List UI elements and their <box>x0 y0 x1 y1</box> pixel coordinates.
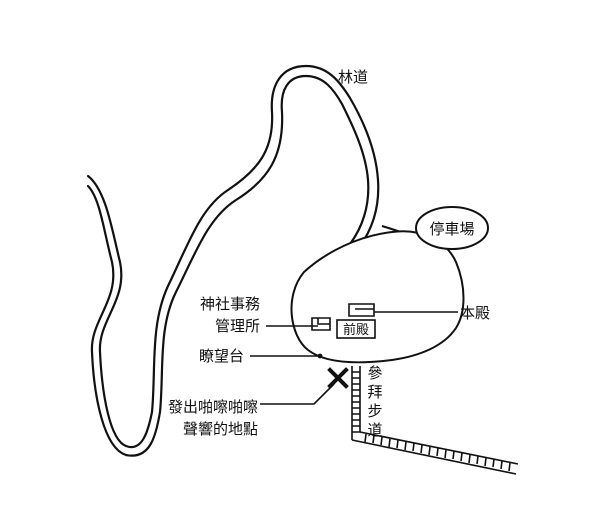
forest-road-inner <box>86 74 370 457</box>
path-label-char3: 步 <box>367 402 382 420</box>
lookout-label: 瞭望台 <box>199 347 244 365</box>
parking-lot <box>415 206 489 250</box>
path-horizontal-bottom <box>351 439 517 475</box>
sound-label-line2: 聲響的地點 <box>183 420 258 438</box>
sound-leader <box>260 383 335 405</box>
office-label-line2: 管理所 <box>215 317 260 335</box>
path-vertical-rungs <box>352 371 360 433</box>
shrine-grounds <box>290 230 465 364</box>
forest-road-label: 林道 <box>338 68 368 86</box>
path-label-char1: 參 <box>367 364 382 382</box>
x-marker-icon <box>327 367 349 389</box>
lookout-dot <box>317 353 323 359</box>
parking-label: 停車場 <box>429 220 474 238</box>
main-hall-label: 本殿 <box>460 304 490 322</box>
path-label-char4: 道 <box>367 421 382 439</box>
office-building <box>311 317 331 331</box>
path-horizontal-top <box>359 431 519 465</box>
office-label-line1: 神社事務 <box>200 295 260 313</box>
main-hall-building <box>348 303 375 317</box>
path-horizontal-rungs <box>364 433 511 472</box>
forest-road-outer <box>86 64 380 449</box>
sound-label-line1: 發出啪嚓啪嚓 <box>168 398 258 416</box>
front-hall-label: 前殿 <box>343 322 369 338</box>
front-hall-box <box>336 319 376 339</box>
path-label-char2: 拜 <box>367 383 382 401</box>
